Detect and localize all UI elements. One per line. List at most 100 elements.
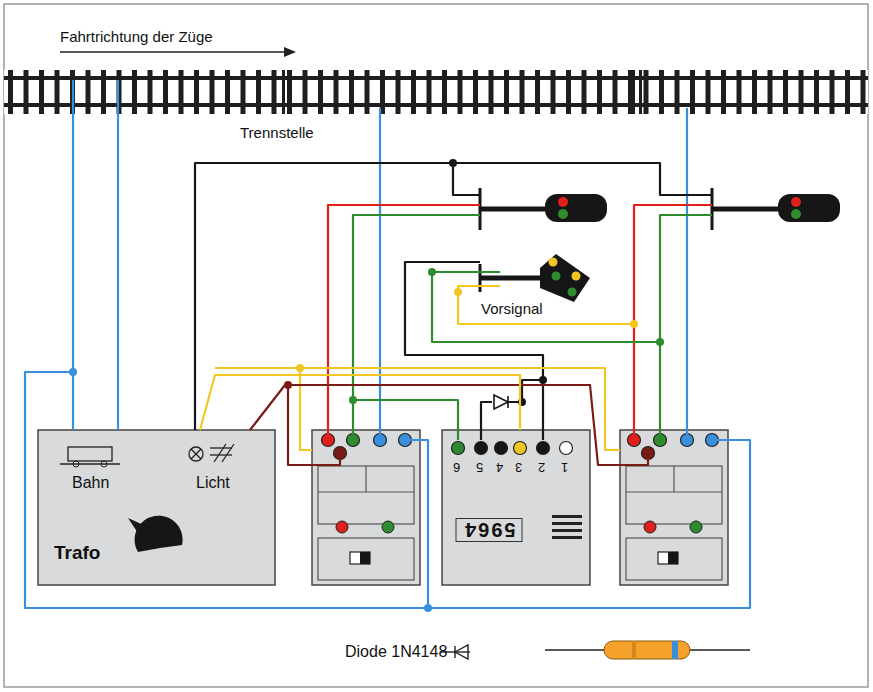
- wire: [480, 207, 545, 212]
- wire: [712, 207, 778, 212]
- signal-light: [549, 258, 558, 267]
- diode-band: [672, 641, 678, 659]
- separation-mark: [289, 70, 292, 114]
- wire: [300, 368, 312, 450]
- wire: [60, 463, 120, 464]
- junction-dot: [539, 376, 547, 384]
- annotation-label: Trennstelle: [240, 124, 314, 142]
- wire: [481, 402, 492, 440]
- wire: [508, 380, 543, 402]
- signal-light: [791, 209, 801, 219]
- wire: [72, 80, 74, 430]
- junction-dot: [424, 604, 432, 612]
- rail: [4, 103, 868, 107]
- wire: [210, 454, 232, 455]
- bahn-icon: [68, 447, 112, 461]
- slide-switch: [350, 552, 370, 564]
- relay-panel: [626, 538, 722, 580]
- signal-light: [568, 288, 577, 297]
- node-text: 5964: [456, 518, 523, 542]
- transformer-box: Bahn LichtTrafo: [38, 430, 275, 585]
- terminal: [537, 442, 550, 455]
- junction-dot: [69, 368, 77, 376]
- wire: [458, 286, 634, 324]
- wire: [288, 385, 340, 465]
- diode-symbol: [494, 395, 508, 409]
- relay-panel: [318, 538, 414, 580]
- junction-dot: [449, 159, 457, 167]
- wire: [405, 262, 543, 440]
- annotation-label: Diode 1N4148: [345, 643, 447, 661]
- wire: [634, 205, 712, 440]
- terminal: [452, 442, 465, 455]
- module-housing: [442, 430, 590, 585]
- junction-dot: [296, 364, 304, 372]
- signal-head: [778, 194, 840, 222]
- slide-switch: [360, 552, 370, 564]
- pin-number: 2: [538, 458, 545, 476]
- wire: [660, 215, 712, 440]
- module-grille: [552, 522, 582, 525]
- green-button: [382, 521, 394, 533]
- wire: [60, 51, 288, 53]
- rail: [4, 76, 868, 80]
- relay-panel: [318, 466, 414, 524]
- wire: [215, 368, 620, 450]
- wire: [191, 449, 201, 459]
- separation-mark: [639, 70, 642, 114]
- pin-number: 1: [561, 458, 568, 476]
- wire: [353, 215, 480, 440]
- module-grille: [552, 536, 582, 539]
- track-bed: [4, 70, 868, 114]
- green-button: [690, 521, 702, 533]
- diode-body: [604, 641, 690, 659]
- junction-dot: [428, 268, 436, 276]
- junction-dot: [349, 396, 357, 404]
- relay-housing: [620, 430, 728, 585]
- wire: [353, 400, 458, 440]
- node-text: Licht: [196, 474, 230, 492]
- pin-number: 4: [496, 458, 503, 476]
- wire: [25, 372, 750, 608]
- arrow-head: [284, 47, 296, 57]
- slide-switch: [658, 552, 678, 564]
- wire: [222, 444, 234, 462]
- frame: [4, 4, 868, 687]
- wire: [405, 440, 428, 608]
- trafo-housing: [38, 430, 275, 585]
- node-text: Trafo: [54, 544, 100, 562]
- annotation-label: Fahrtrichtung der Züge: [60, 28, 213, 46]
- junction-dot: [656, 338, 664, 346]
- pin-number: 3: [515, 458, 522, 476]
- module-grille: [552, 515, 582, 518]
- junction-dot: [630, 320, 638, 328]
- slide-switch: [668, 552, 678, 564]
- pin-number: 6: [453, 458, 460, 476]
- signal-light: [558, 209, 568, 219]
- wire: [686, 108, 688, 440]
- terminal: [514, 442, 527, 455]
- diode-band: [632, 641, 636, 659]
- wire: [210, 447, 232, 448]
- node-text: Bahn: [72, 474, 109, 492]
- signal-light: [791, 197, 801, 207]
- wire: [365, 466, 366, 492]
- separation-mark: [282, 70, 285, 114]
- lamp-icon: [189, 447, 203, 461]
- relay-housing: [312, 430, 420, 585]
- relay-panel: [626, 466, 722, 524]
- pin-number: 5: [476, 458, 483, 476]
- wire: [117, 80, 119, 430]
- annotation-label: Vorsignal: [481, 300, 543, 318]
- signal-light: [552, 272, 561, 281]
- wire: [432, 272, 660, 342]
- terminal: [560, 442, 573, 455]
- module-box: 5964: [442, 430, 590, 585]
- distant-signal-head: [540, 254, 590, 302]
- module-grille: [552, 529, 582, 532]
- terminal: [475, 442, 488, 455]
- wire: [191, 449, 201, 459]
- signal-head: [545, 194, 607, 222]
